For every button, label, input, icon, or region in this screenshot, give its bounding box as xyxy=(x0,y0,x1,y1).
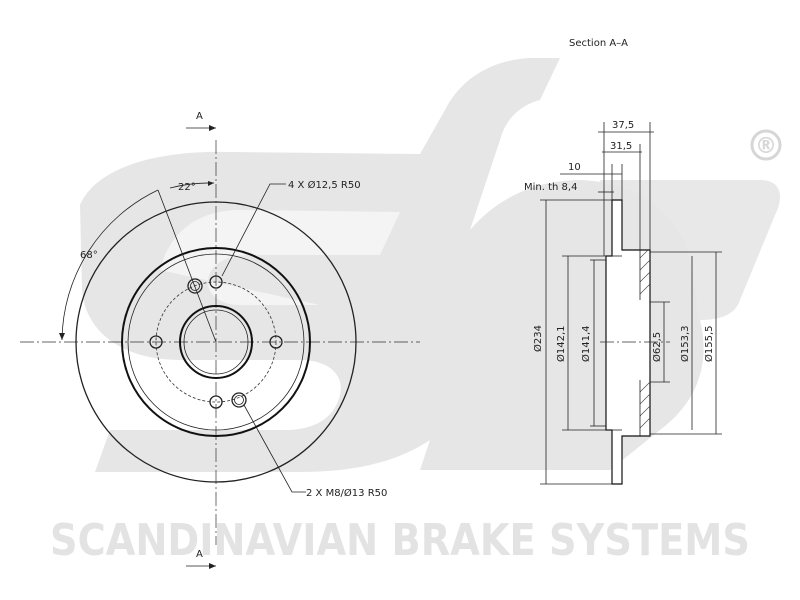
threaded-hole-lower xyxy=(231,392,247,408)
registered-mark-icon xyxy=(750,129,782,161)
bolt-circle xyxy=(155,281,277,403)
section-view: Section A–A 37,5 31,5 10 Min. th 8,4 xyxy=(524,38,722,485)
dim-disc-thickness: 10 xyxy=(568,162,581,173)
section-marker-bottom: A xyxy=(196,549,203,560)
center-bore xyxy=(179,305,253,379)
dim-dia-153-3: Ø153,3 xyxy=(679,326,691,363)
dim-dia-141-4: Ø141,4 xyxy=(580,326,592,363)
angle-68-label: 68° xyxy=(80,250,98,261)
dim-hat-height: 31,5 xyxy=(610,141,632,152)
dim-dia-155-5: Ø155,5 xyxy=(703,326,715,363)
section-marker-top: A xyxy=(196,111,203,122)
dim-dia-62-5: Ø62,5 xyxy=(651,332,663,362)
friction-ring-inner-edge xyxy=(121,247,311,437)
bolt-hole-right xyxy=(269,335,283,349)
sbs-logo-watermark: ® SCANDINAVIAN BRAKE SYSTEMS xyxy=(50,58,782,566)
disc-outer-edge xyxy=(75,201,357,483)
bolt-holes-note: 4 X Ø12,5 R50 xyxy=(288,179,361,191)
center-bore-chamfer xyxy=(183,309,249,375)
bolt-hole-top xyxy=(209,275,223,289)
section-hatching xyxy=(639,249,651,429)
threaded-holes-note: 2 X M8/Ø13 R50 xyxy=(306,487,387,499)
dim-dia-142-1: Ø142,1 xyxy=(555,326,567,363)
hat-outline xyxy=(127,253,305,431)
brand-watermark-text: SCANDINAVIAN BRAKE SYSTEMS xyxy=(50,515,750,566)
dim-overall-height: 37,5 xyxy=(612,120,634,131)
dim-dia-234: Ø234 xyxy=(532,325,544,352)
dim-min-thickness: Min. th 8,4 xyxy=(524,182,577,193)
front-view: A A 22° xyxy=(20,111,420,569)
threaded-hole-upper xyxy=(187,278,203,294)
bolt-hole-left xyxy=(149,335,163,349)
registered-mark: ® xyxy=(755,134,777,159)
angle-22-label: 22° xyxy=(178,182,196,193)
section-title: Section A–A xyxy=(569,38,628,49)
bolt-hole-bottom xyxy=(209,395,223,409)
